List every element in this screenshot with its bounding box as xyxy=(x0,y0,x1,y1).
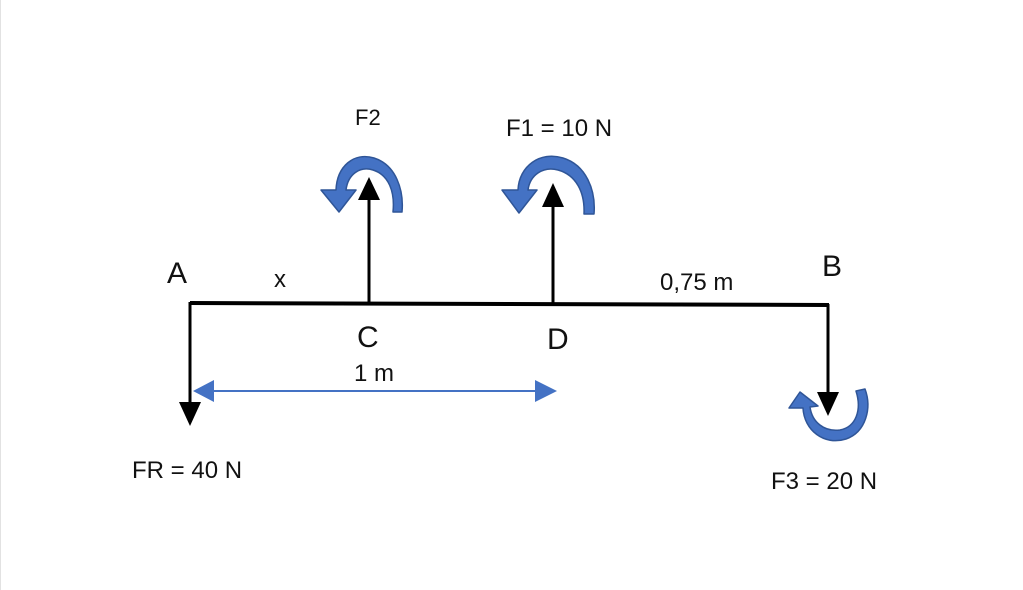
force-f2-arrow xyxy=(358,177,380,303)
dimension-x-label: x xyxy=(274,266,286,293)
force-f2-label: F2 xyxy=(355,105,381,130)
dimension-db-label: 0,75 m xyxy=(660,269,733,296)
point-b-label: B xyxy=(822,250,842,283)
point-d-label: D xyxy=(547,323,569,356)
beam xyxy=(189,301,830,307)
dimension-arrow-ad xyxy=(193,380,557,402)
moment-c-icon xyxy=(320,155,404,213)
dimension-ad-label: 1 m xyxy=(354,360,394,387)
point-a-label: A xyxy=(167,257,187,290)
force-f1-label: F1 = 10 N xyxy=(506,115,612,142)
moment-b-icon xyxy=(788,388,869,442)
left-frame-border xyxy=(0,0,1,590)
force-f1-arrow xyxy=(542,183,564,304)
point-c-label: C xyxy=(357,321,379,354)
force-fr-arrow xyxy=(179,302,201,426)
moment-d-icon xyxy=(501,155,595,215)
force-fr-label: FR = 40 N xyxy=(132,457,242,484)
force-f3-arrow xyxy=(817,304,839,416)
force-f3-label: F3 = 20 N xyxy=(771,468,877,495)
